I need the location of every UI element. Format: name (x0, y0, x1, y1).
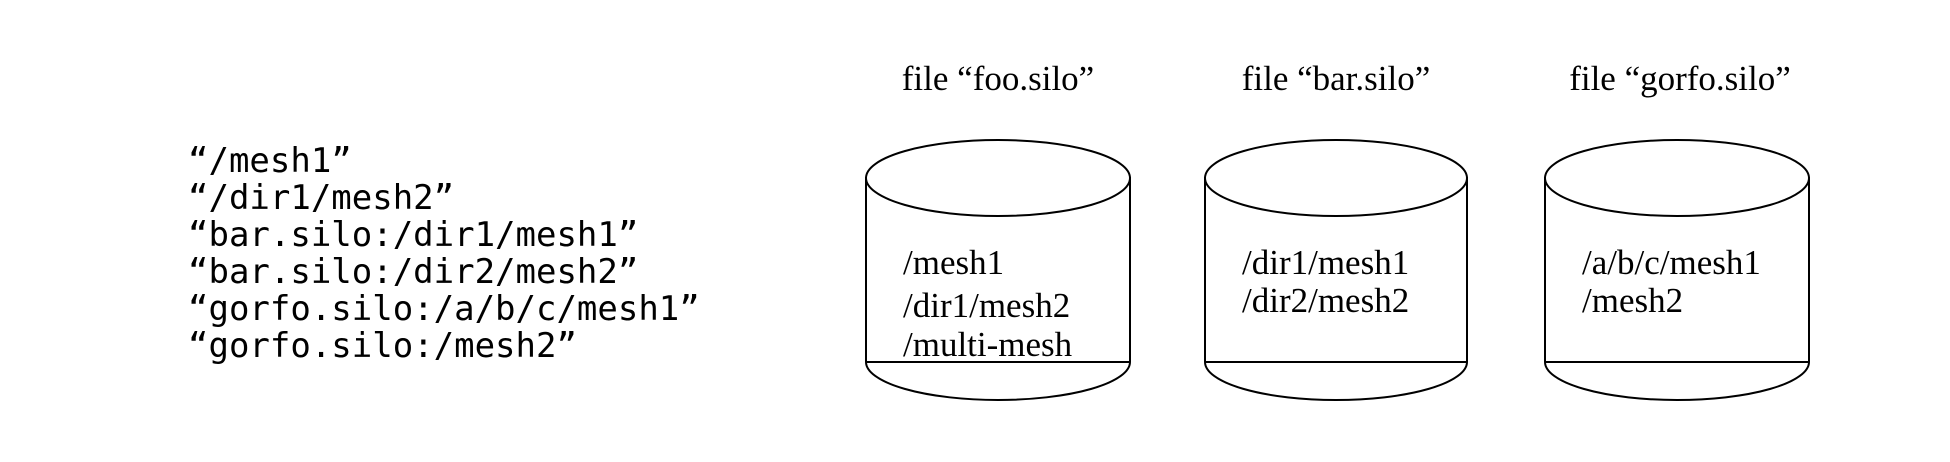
path-list: “/mesh1” “/dir1/mesh2” “bar.silo:/dir1/m… (188, 141, 700, 366)
path-item: “/mesh1” (188, 141, 352, 181)
file-entry: /multi-mesh (903, 325, 1073, 364)
path-item: “gorfo.silo:/a/b/c/mesh1” (188, 289, 700, 329)
path-item: “bar.silo:/dir2/mesh2” (188, 252, 638, 292)
file-entry: /mesh2 (1582, 281, 1683, 320)
file-bar-silo: file “bar.silo” /dir1/mesh1 /dir2/mesh2 (1204, 59, 1468, 401)
cylinder-top (1204, 139, 1468, 217)
file-entry: /dir1/mesh2 (903, 286, 1070, 325)
path-item: “/dir1/mesh2” (188, 178, 454, 218)
file-entry: /a/b/c/mesh1 (1582, 243, 1761, 282)
file-entry: /mesh1 (903, 243, 1004, 282)
file-gorfo-silo: file “gorfo.silo” /a/b/c/mesh1 /mesh2 (1544, 59, 1810, 401)
file-label: file “foo.silo” (902, 59, 1094, 98)
cylinder-body (865, 177, 1131, 401)
file-label: file “bar.silo” (1242, 59, 1431, 98)
path-item: “gorfo.silo:/mesh2” (188, 326, 577, 366)
cylinder-top (865, 139, 1131, 217)
file-entry: /dir1/mesh1 (1242, 243, 1409, 282)
cylinder-top (1544, 139, 1810, 217)
path-item: “bar.silo:/dir1/mesh1” (188, 215, 638, 255)
file-label: file “gorfo.silo” (1569, 59, 1791, 98)
cylinder-body (1544, 177, 1810, 401)
file-foo-silo: file “foo.silo” /mesh1 /dir1/mesh2 /mult… (865, 59, 1131, 401)
file-entry: /dir2/mesh2 (1242, 281, 1409, 320)
cylinder-body (1204, 177, 1468, 401)
